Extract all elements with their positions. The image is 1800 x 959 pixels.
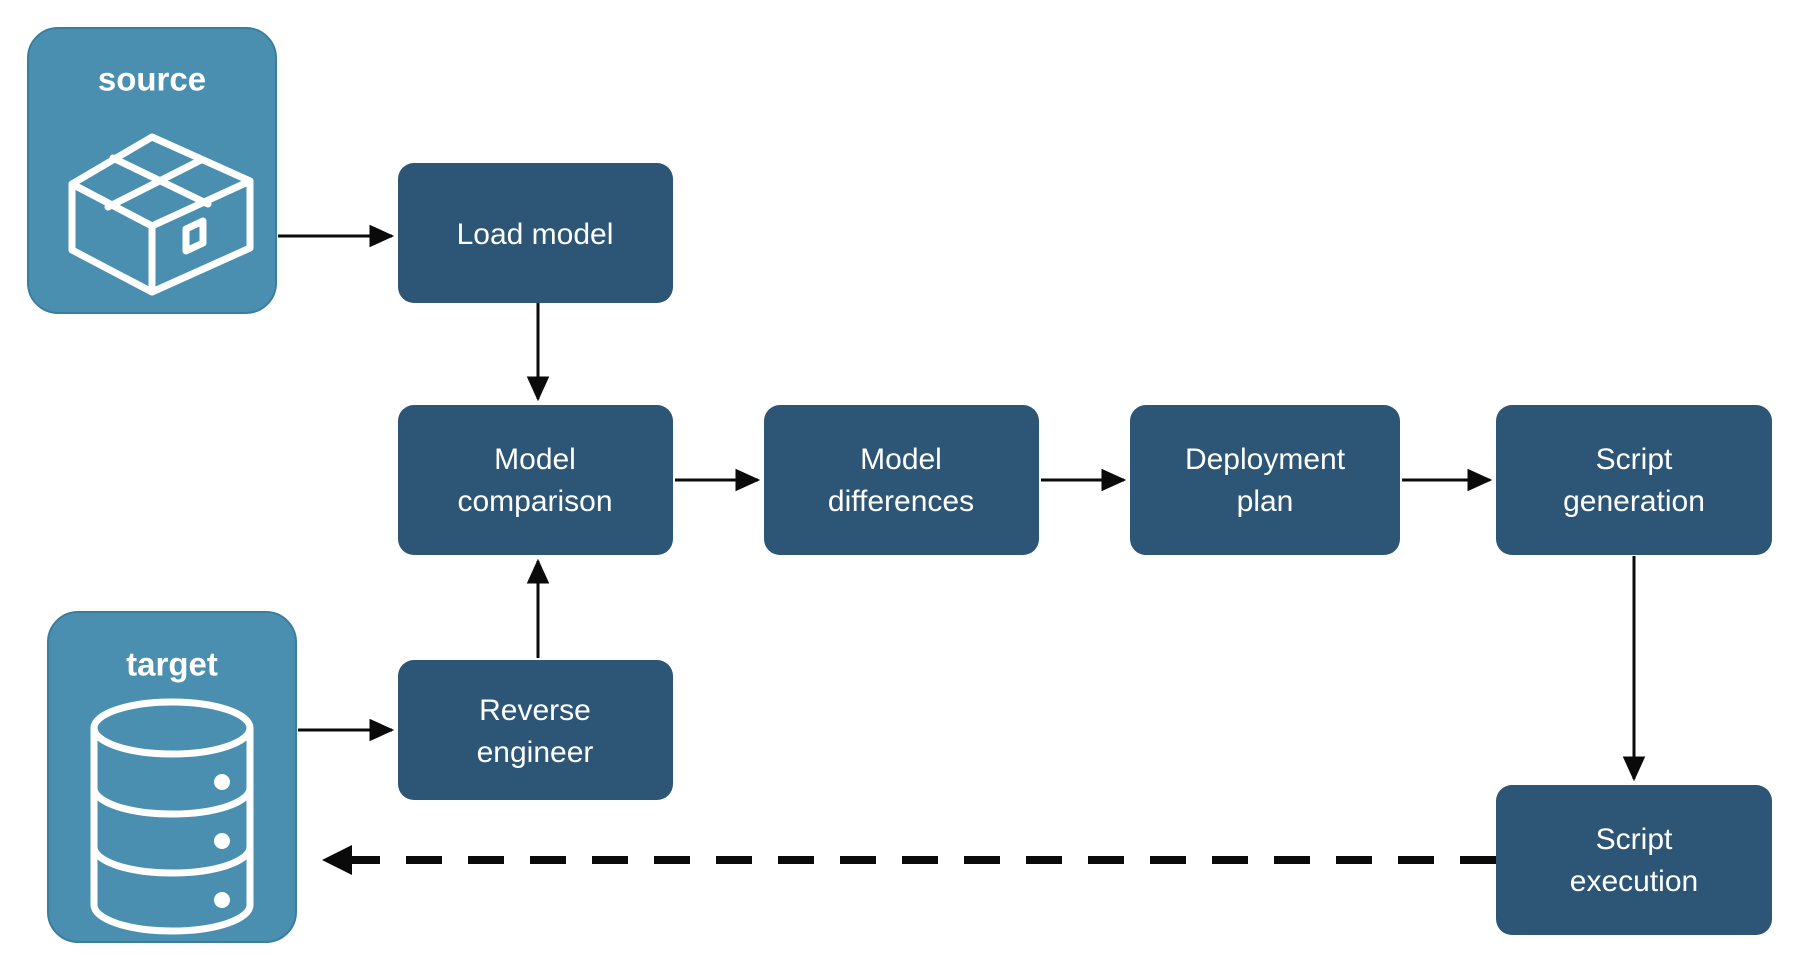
process-node-script-execution[interactable]: Script execution xyxy=(1496,785,1772,935)
endpoint-target[interactable]: target xyxy=(47,611,297,943)
reverse-engineer-label-line2: engineer xyxy=(477,736,594,769)
script-execution-background xyxy=(1496,785,1772,935)
model-comparison-label-line1: Model xyxy=(494,443,576,476)
db-led-3 xyxy=(214,892,230,908)
db-led-2 xyxy=(214,833,230,849)
process-node-load-model[interactable]: Load model xyxy=(398,163,673,303)
model-differences-label-line2: differences xyxy=(828,485,974,518)
source-label: source xyxy=(98,61,206,98)
script-generation-label-line2: generation xyxy=(1563,485,1705,518)
script-execution-label-line2: execution xyxy=(1570,865,1698,898)
target-label: target xyxy=(126,646,218,683)
script-generation-background xyxy=(1496,405,1772,555)
load-model-label-line1: Load model xyxy=(457,218,614,251)
db-led-1 xyxy=(214,774,230,790)
database-cylinder-icon xyxy=(90,698,254,935)
process-node-deployment-plan[interactable]: Deployment plan xyxy=(1130,405,1400,555)
process-node-model-comparison[interactable]: Model comparison xyxy=(398,405,673,555)
script-execution-label-line1: Script xyxy=(1596,823,1673,856)
model-comparison-label-line2: comparison xyxy=(457,485,612,518)
endpoint-source[interactable]: source xyxy=(27,27,277,314)
model-comparison-background xyxy=(398,405,673,555)
script-generation-label-line1: Script xyxy=(1596,443,1673,476)
reverse-engineer-label-line1: Reverse xyxy=(479,694,591,727)
model-differences-background xyxy=(764,405,1039,555)
package-box-icon xyxy=(68,133,254,296)
model-differences-label-line1: Model xyxy=(860,443,942,476)
deployment-plan-label-line2: plan xyxy=(1237,485,1294,518)
process-node-reverse-engineer[interactable]: Reverse engineer xyxy=(398,660,673,800)
process-node-script-generation[interactable]: Script generation xyxy=(1496,405,1772,555)
deployment-plan-background xyxy=(1130,405,1400,555)
process-node-model-differences[interactable]: Model differences xyxy=(764,405,1039,555)
reverse-engineer-background xyxy=(398,660,673,800)
edge-script-execution-to-target xyxy=(322,845,1496,875)
load-model-background xyxy=(398,163,673,303)
source-card-background xyxy=(27,27,277,314)
deployment-plan-label-line1: Deployment xyxy=(1185,443,1346,476)
